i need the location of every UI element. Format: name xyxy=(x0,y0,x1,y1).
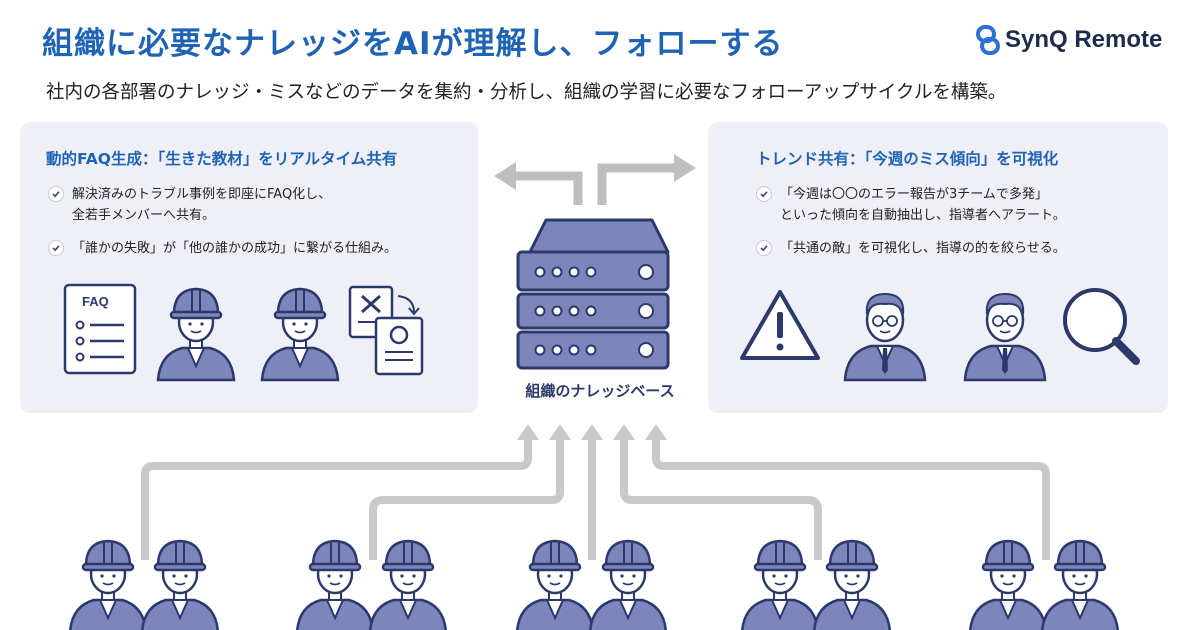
right-item-2: 「共通の敵」を可視化し、指導の的を絞らせる。 xyxy=(756,238,1066,259)
check-icon xyxy=(756,186,772,202)
arrow-to-right-panel xyxy=(597,154,696,205)
page-subtitle: 社内の各部署のナレッジ・ミスなどのデータを集約・分析し、組織の学習に必要なフォロ… xyxy=(46,82,1007,103)
right-item-1-line2: といった傾向を自動抽出し、指導者へアラート。 xyxy=(780,208,1066,223)
check-icon xyxy=(48,186,64,202)
magnifier-icon xyxy=(1063,288,1140,365)
young-worker-male xyxy=(260,287,340,382)
arrow-to-left-panel xyxy=(494,162,583,205)
left-item-2: 「誰かの失敗」が「他の誰かの成功」に繋がる仕組み。 xyxy=(48,238,397,259)
left-item-1: 解決済みのトラブル事例を即座にFAQ化し、全若手メンバーへ共有。 xyxy=(48,184,331,226)
transform-document-icon xyxy=(348,285,424,376)
check-icon xyxy=(756,240,772,256)
brand-logo: SynQ Remote xyxy=(975,24,1162,56)
knowledge-base-label: 組織のナレッジベース xyxy=(525,382,675,400)
young-worker-female xyxy=(156,287,236,382)
faq-label: FAQ xyxy=(82,294,109,309)
faq-document-icon: FAQ xyxy=(63,283,137,375)
logo-text: SynQ Remote xyxy=(1005,26,1163,53)
senior-leader-1 xyxy=(843,292,927,382)
left-item-1-line1: 解決済みのトラブル事例を即座にFAQ化し、 xyxy=(72,187,332,202)
collection-arrows xyxy=(141,438,1050,560)
right-item-1-line1: 「今週は〇〇のエラー報告が3チームで多発」 xyxy=(780,187,1048,202)
right-panel xyxy=(708,122,1168,413)
page-title: 組織に必要なナレッジをAIが理解し、フォローする xyxy=(42,26,784,62)
left-panel-title: 動的FAQ生成：「生きた教材」をリアルタイム共有 xyxy=(46,150,398,168)
warning-icon xyxy=(740,290,820,360)
right-item-1: 「今週は〇〇のエラー報告が3チームで多発」といった傾向を自動抽出し、指導者へアラ… xyxy=(756,184,1066,226)
left-item-2-text: 「誰かの失敗」が「他の誰かの成功」に繋がる仕組み。 xyxy=(72,241,398,256)
right-panel-title: トレンド共有：「今週のミス傾向」を可視化 xyxy=(756,150,1059,168)
synq-logo-icon xyxy=(976,25,1000,55)
collection-arrowheads xyxy=(517,424,667,440)
senior-leader-2 xyxy=(963,292,1047,382)
left-item-1-line2: 全若手メンバーへ共有。 xyxy=(72,208,216,223)
right-item-2-text: 「共通の敵」を可視化し、指導の的を絞らせる。 xyxy=(780,241,1066,256)
server-icon xyxy=(516,218,670,370)
check-icon xyxy=(48,240,64,256)
